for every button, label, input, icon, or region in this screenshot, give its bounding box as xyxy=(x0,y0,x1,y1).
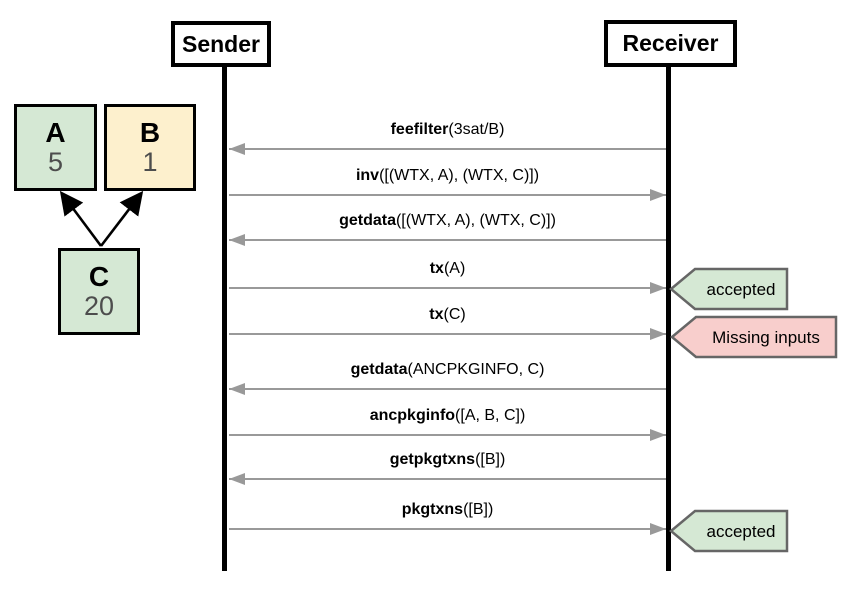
message-label: ancpkginfo([A, B, C]) xyxy=(369,407,526,424)
sender-lifeline xyxy=(222,66,227,571)
message-label: pkgtxns([B]) xyxy=(401,501,494,518)
arrowhead-left-icon xyxy=(229,234,245,246)
status-badge-label: accepted xyxy=(707,280,776,299)
arrowhead-right-icon xyxy=(650,282,666,294)
message-label: inv([(WTX, A), (WTX, C)]) xyxy=(355,167,540,184)
message-row-ancpkginfo: ancpkginfo([A, B, C]) xyxy=(229,407,666,441)
message-label: getpkgtxns([B]) xyxy=(389,451,506,468)
transaction-fee: 5 xyxy=(47,147,64,178)
actor-receiver: Receiver xyxy=(604,20,737,67)
message-row-inv: inv([(WTX, A), (WTX, C)]) xyxy=(229,167,666,201)
message-row-getpkgtxns: getpkgtxns([B]) xyxy=(229,451,666,485)
message-line xyxy=(229,333,666,335)
message-line xyxy=(229,388,666,390)
message-line xyxy=(229,528,666,530)
message-row-pkgtxns: pkgtxns([B]) xyxy=(229,501,666,535)
transaction-fee: 20 xyxy=(83,291,115,322)
status-badge-missing-inputs: Missing inputs xyxy=(670,315,838,359)
arrowhead-right-icon xyxy=(650,189,666,201)
message-label: getdata([(WTX, A), (WTX, C)]) xyxy=(339,212,556,229)
message-line xyxy=(229,434,666,436)
arrowhead-right-icon xyxy=(650,328,666,340)
actor-receiver-label: Receiver xyxy=(622,30,719,56)
transaction-fee: 1 xyxy=(142,147,158,178)
message-line xyxy=(229,194,666,196)
message-row-getdata-ancpkginfo: getdata(ANCPKGINFO, C) xyxy=(229,361,666,395)
transaction-letter: B xyxy=(139,116,161,148)
message-row-getdata-wtx: getdata([(WTX, A), (WTX, C)]) xyxy=(229,212,666,246)
message-row-tx-a: tx(A) xyxy=(229,260,666,294)
status-badge-label: accepted xyxy=(707,522,776,541)
message-line xyxy=(229,239,666,241)
arrowhead-left-icon xyxy=(229,383,245,395)
message-row-feefilter: feefilter(3sat/B) xyxy=(229,121,666,155)
transaction-box-c: C 20 xyxy=(58,248,140,335)
message-line xyxy=(229,478,666,480)
arrowhead-right-icon xyxy=(650,429,666,441)
message-label: getdata(ANCPKGINFO, C) xyxy=(350,361,545,378)
arrowhead-left-icon xyxy=(229,143,245,155)
transaction-letter: C xyxy=(88,260,110,292)
arrowhead-left-icon xyxy=(229,473,245,485)
status-badge-accepted-1: accepted xyxy=(669,267,789,311)
actor-sender-label: Sender xyxy=(182,30,260,57)
message-line xyxy=(229,148,666,150)
transaction-letter: A xyxy=(45,116,66,148)
message-label: tx(A) xyxy=(429,260,466,277)
status-badge-accepted-2: accepted xyxy=(669,509,789,553)
status-badge-label: Missing inputs xyxy=(712,328,820,347)
message-row-tx-c: tx(C) xyxy=(229,306,666,340)
transaction-box-b: B 1 xyxy=(104,104,196,191)
arrowhead-right-icon xyxy=(650,523,666,535)
actor-sender: Sender xyxy=(171,21,271,67)
message-line xyxy=(229,287,666,289)
message-label: tx(C) xyxy=(429,306,466,323)
receiver-lifeline xyxy=(666,66,671,571)
dependency-arrows-icon xyxy=(59,190,144,247)
message-label: feefilter(3sat/B) xyxy=(390,121,505,138)
transaction-box-a: A 5 xyxy=(14,104,97,191)
